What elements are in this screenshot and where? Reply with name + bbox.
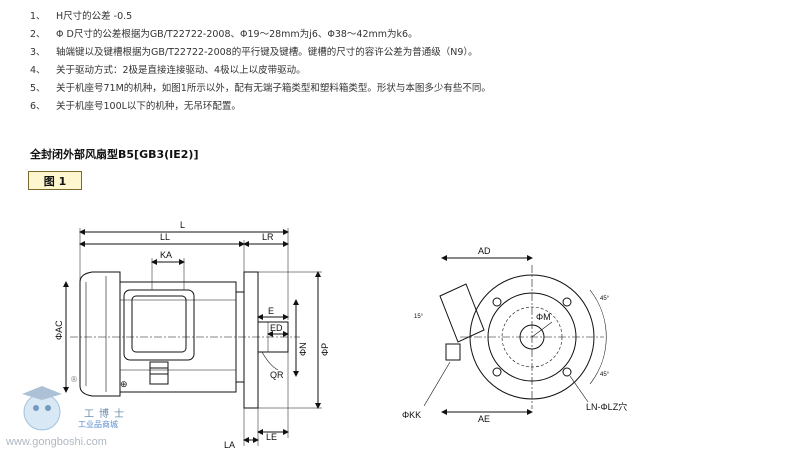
- dim-M: ΦM: [536, 312, 551, 322]
- dim-LZ: LN-ΦLZ穴: [586, 401, 627, 412]
- dim-LE: LE: [266, 432, 277, 442]
- dim-KK: ΦKK: [402, 410, 421, 420]
- side-view: [63, 228, 322, 446]
- note-item: 2、Φ D尺寸的公差根据为GB/T22722-2008、Φ19～28mm为j6、…: [30, 29, 418, 40]
- figure-label: 图 1: [28, 171, 82, 190]
- dim-AE: AE: [478, 414, 490, 424]
- dim-KA: KA: [160, 250, 172, 260]
- dim-QR: QR: [270, 370, 284, 380]
- watermark-sub: 工业品商城: [78, 420, 118, 429]
- note-item: 3、轴端键以及键槽根据为GB/T22722-2008的平行键及键槽。键槽的尺寸的…: [30, 47, 478, 58]
- note-item: 5、关于机座号71M的机种，如图1所示以外，配有无端子箱类型和塑料箱类型。形状与…: [30, 83, 491, 94]
- ground-icon: ⊕: [120, 379, 128, 389]
- dim-P: ΦP: [320, 343, 330, 356]
- dim-L: L: [180, 220, 185, 230]
- angle-45-bottom: 45°: [600, 372, 610, 378]
- dim-AC: ΦAC: [54, 320, 64, 340]
- watermark-reg: ®: [70, 375, 78, 384]
- dim-LL: LL: [160, 232, 170, 242]
- watermark-cn: 工博士: [84, 409, 129, 420]
- dim-AD: AD: [478, 246, 491, 256]
- angle-15: 15°: [414, 314, 424, 320]
- dim-ED: ED: [270, 323, 283, 333]
- front-view: [423, 255, 607, 415]
- angle-45-top: 45°: [600, 296, 610, 302]
- dim-LR: LR: [262, 232, 274, 242]
- dim-N: ΦN: [298, 342, 308, 356]
- section-title: 全封闭外部风扇型B5[GB3(IE2)]: [30, 148, 199, 161]
- note-item: 6、关于机座号100L以下的机种，无吊环配置。: [30, 101, 241, 112]
- note-item: 4、关于驱动方式：2极是直接连接驱动、4极以上以皮带驱动。: [30, 65, 306, 76]
- watermark-mascot: [22, 386, 62, 431]
- note-item: 1、H尺寸的公差 -0.5: [30, 11, 133, 22]
- watermark-url: www.gongboshi.com: [6, 436, 107, 448]
- dim-E: E: [268, 306, 274, 316]
- dim-LA: LA: [224, 440, 235, 450]
- notes-list: 1、H尺寸的公差 -0.5 2、Φ D尺寸的公差根据为GB/T22722-200…: [30, 8, 491, 116]
